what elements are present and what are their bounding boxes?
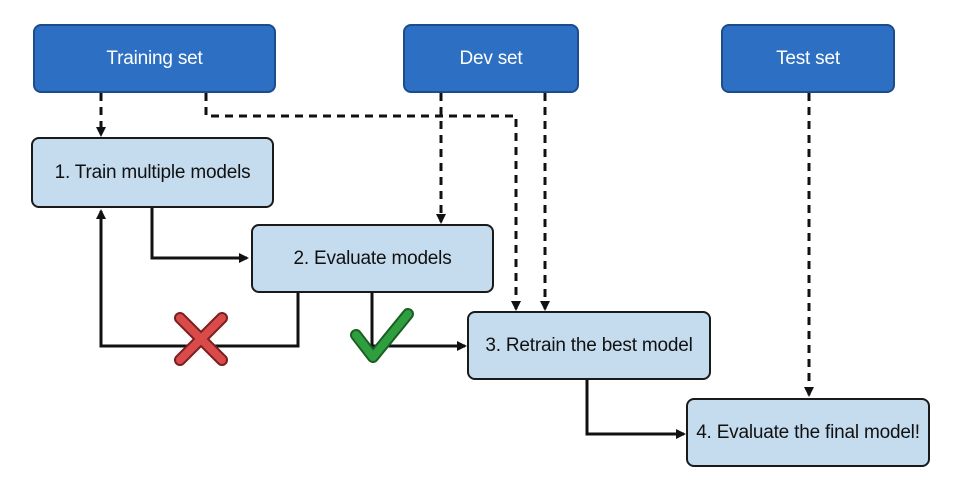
- step-retrain-box: 3. Retrain the best model: [467, 311, 711, 380]
- step-train-box: 1. Train multiple models: [31, 137, 274, 208]
- arrow-train-to-evaluate: [150, 208, 249, 263]
- step-final-label: 4. Evaluate the final model!: [696, 421, 920, 443]
- dev-set-box: Dev set: [403, 24, 579, 93]
- test-set-label: Test set: [776, 47, 840, 69]
- step-final-box: 4. Evaluate the final model!: [686, 398, 930, 467]
- dev-set-label: Dev set: [459, 47, 523, 69]
- training-set-label: Training set: [106, 47, 203, 69]
- test-set-box: Test set: [721, 24, 895, 93]
- training-set-box: Training set: [33, 24, 276, 93]
- step-retrain-label: 3. Retrain the best model: [485, 334, 693, 356]
- step-evaluate-label: 2. Evaluate models: [293, 247, 452, 269]
- step-train-label: 1. Train multiple models: [54, 161, 251, 183]
- cross-mark-icon: [174, 312, 228, 366]
- check-mark-icon: [350, 308, 414, 363]
- step-evaluate-box: 2. Evaluate models: [251, 224, 494, 293]
- arrow-retrain-to-final: [585, 380, 686, 439]
